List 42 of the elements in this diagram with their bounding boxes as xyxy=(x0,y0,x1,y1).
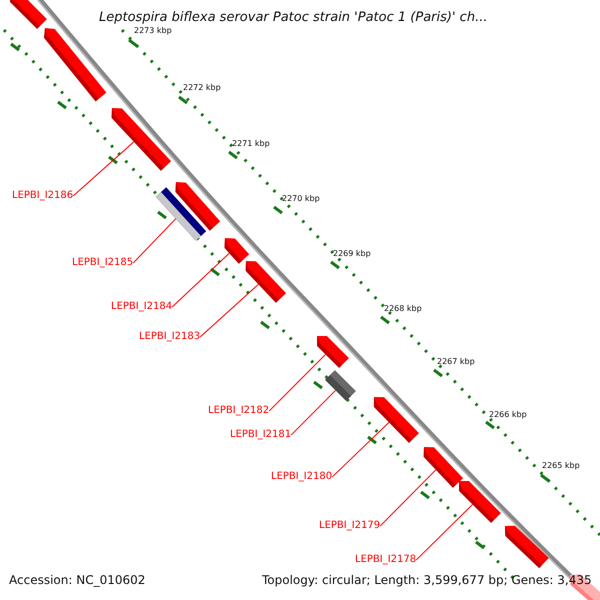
scale-label: 2271 kbp xyxy=(232,140,270,149)
gene-label: LEPBI_I2180 xyxy=(271,471,332,482)
gene-label: LEPBI_I2178 xyxy=(355,554,416,565)
gene-feature xyxy=(224,238,250,264)
leader-line xyxy=(332,422,390,478)
gene-feature xyxy=(374,397,419,443)
scale-label: 2273 kbp xyxy=(134,27,172,36)
gene-feature xyxy=(246,261,286,303)
scale-label: 2270 kbp xyxy=(282,195,320,204)
scale-label: 2267 kbp xyxy=(437,358,475,367)
leader-line xyxy=(416,504,474,561)
summary-text: Topology: circular; Length: 3,599,677 bp; Genes: 3,435 xyxy=(262,574,592,588)
gene-feature xyxy=(424,447,464,488)
leader-line xyxy=(200,284,259,338)
leader-line xyxy=(132,218,176,264)
scale-label: 2266 kbp xyxy=(489,411,527,420)
gene-label: LEPBI_I2183 xyxy=(139,331,200,342)
gene-feature xyxy=(505,526,549,568)
leader-line xyxy=(380,469,436,527)
gene-label: LEPBI_I2181 xyxy=(230,429,292,440)
scale-label: 2268 kbp xyxy=(384,305,422,314)
map-title: Leptospira biflexa serovar Patoc strain 'Patoc 1 (Paris)' ch... xyxy=(99,11,488,26)
gene-feature xyxy=(325,370,356,401)
gene-feature xyxy=(112,108,172,171)
leader-line xyxy=(72,141,134,197)
leader-line xyxy=(290,390,336,436)
scale-label: 2265 kbp xyxy=(542,462,580,471)
gene-feature xyxy=(10,0,47,29)
scale-label: 2269 kbp xyxy=(333,250,371,259)
gene-feature xyxy=(175,182,220,231)
leader-line xyxy=(172,252,230,308)
gene-label: LEPBI_I2186 xyxy=(12,190,74,201)
gene-label: LEPBI_I2185 xyxy=(72,257,134,268)
leader-line xyxy=(268,354,326,412)
gene-feature xyxy=(317,336,349,368)
gene-label: LEPBI_I2182 xyxy=(208,405,270,416)
scale-label: 2272 kbp xyxy=(183,84,221,93)
gene-label: LEPBI_I2184 xyxy=(111,301,172,312)
gene-feature xyxy=(44,28,106,102)
accession-text: Accession: NC_010602 xyxy=(9,574,146,588)
gene-feature xyxy=(459,481,501,523)
gene-label: LEPBI_I2179 xyxy=(319,520,380,531)
